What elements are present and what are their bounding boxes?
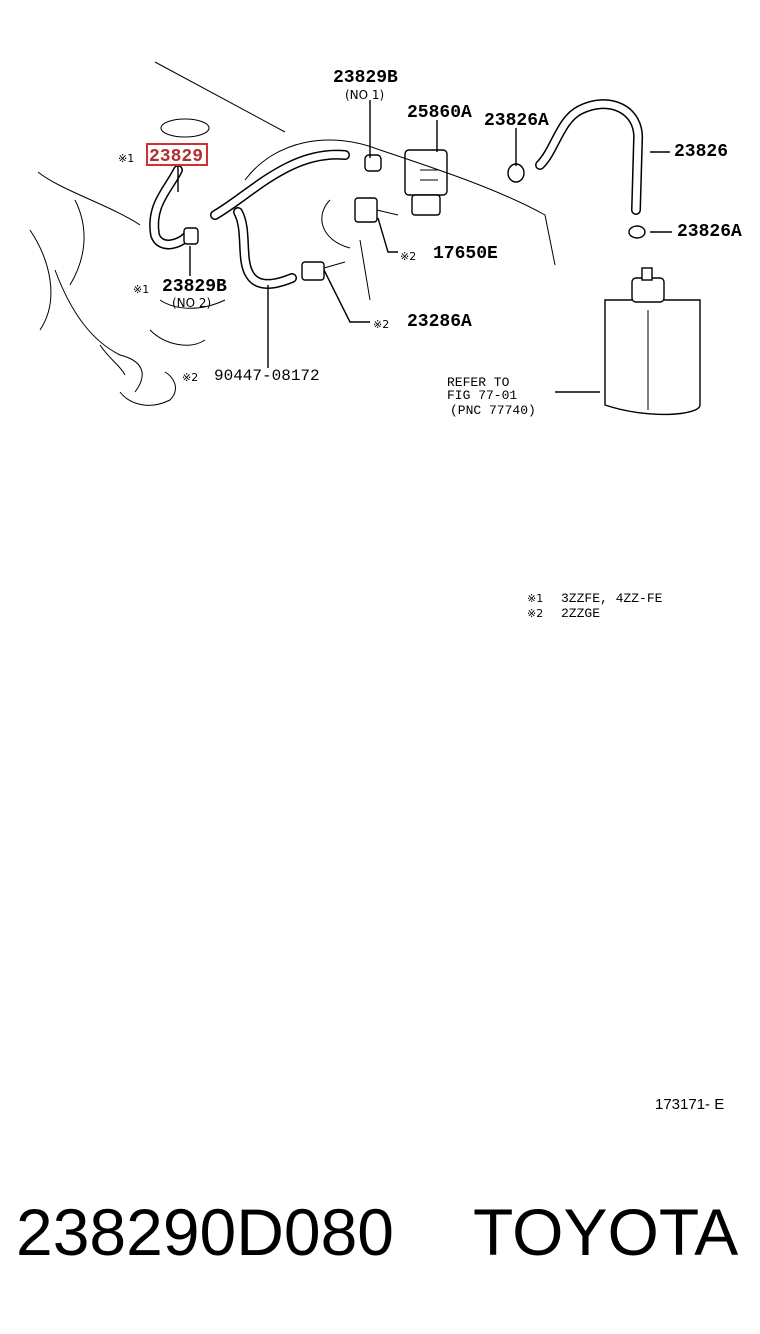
clamp-23826a-top bbox=[507, 163, 525, 183]
callout-23826-code[interactable]: 23826 bbox=[674, 142, 728, 162]
callout-17650e-mark: ※2 bbox=[400, 250, 416, 263]
callout-23829b-no2-code[interactable]: 23829B bbox=[162, 277, 227, 297]
legend-row1-mark: ※1 bbox=[527, 592, 543, 605]
callout-23826a-right-code[interactable]: 23826A bbox=[677, 222, 742, 242]
figure-id: 173171- E bbox=[655, 1096, 724, 1113]
fitting-23826a-right bbox=[628, 225, 646, 239]
footer-brand: TOYOTA bbox=[473, 1195, 738, 1269]
clamp-23829b-no2 bbox=[183, 227, 199, 245]
callout-25860a-code[interactable]: 25860A bbox=[407, 103, 472, 123]
callout-23826a-top-code[interactable]: 23826A bbox=[484, 111, 549, 131]
frame-lines bbox=[244, 139, 556, 301]
callout-23829-mark: ※1 bbox=[118, 152, 134, 165]
hose-23829 bbox=[149, 165, 193, 250]
legend-row2-mark: ※2 bbox=[527, 607, 543, 620]
o-ring-23829 bbox=[160, 118, 210, 138]
callout-23286a-code[interactable]: 23286A bbox=[407, 312, 472, 332]
footer-part-number: 238290D080 bbox=[16, 1195, 394, 1269]
legend-row1-text: 3ZZFE, 4ZZ-FE bbox=[561, 591, 663, 606]
callout-23829b-no2-sub: (NO 2) bbox=[172, 296, 211, 310]
callout-23829b-no1-sub: (NO 1) bbox=[345, 88, 384, 102]
main-hose bbox=[210, 149, 350, 289]
refer-line3: (PNC 77740) bbox=[450, 403, 536, 418]
callout-23829b-no1-code[interactable]: 23829B bbox=[333, 68, 398, 88]
callout-23286a-mark: ※2 bbox=[373, 318, 389, 331]
callout-23829-code[interactable]: 23829 bbox=[149, 147, 203, 167]
sensor-17650e bbox=[354, 197, 399, 223]
callout-90447-mark: ※2 bbox=[182, 371, 198, 384]
callout-23829b-no2-mark: ※1 bbox=[133, 283, 149, 296]
clamp-23829b-no1 bbox=[364, 154, 382, 172]
charcoal-canister bbox=[604, 267, 701, 416]
leader-lines bbox=[177, 100, 672, 393]
vsv-25860a bbox=[404, 149, 448, 216]
engine-outline bbox=[29, 61, 286, 406]
refer-line2: FIG 77-01 bbox=[447, 388, 517, 403]
valve-23286a bbox=[301, 261, 346, 281]
callout-90447-code[interactable]: 90447-08172 bbox=[214, 367, 320, 385]
legend-row2-text: 2ZZGE bbox=[561, 606, 600, 621]
callout-17650e-code[interactable]: 17650E bbox=[433, 244, 498, 264]
hose-23826 bbox=[535, 99, 644, 215]
highlight-box bbox=[146, 143, 208, 166]
refer-line1: REFER TO bbox=[447, 375, 510, 390]
